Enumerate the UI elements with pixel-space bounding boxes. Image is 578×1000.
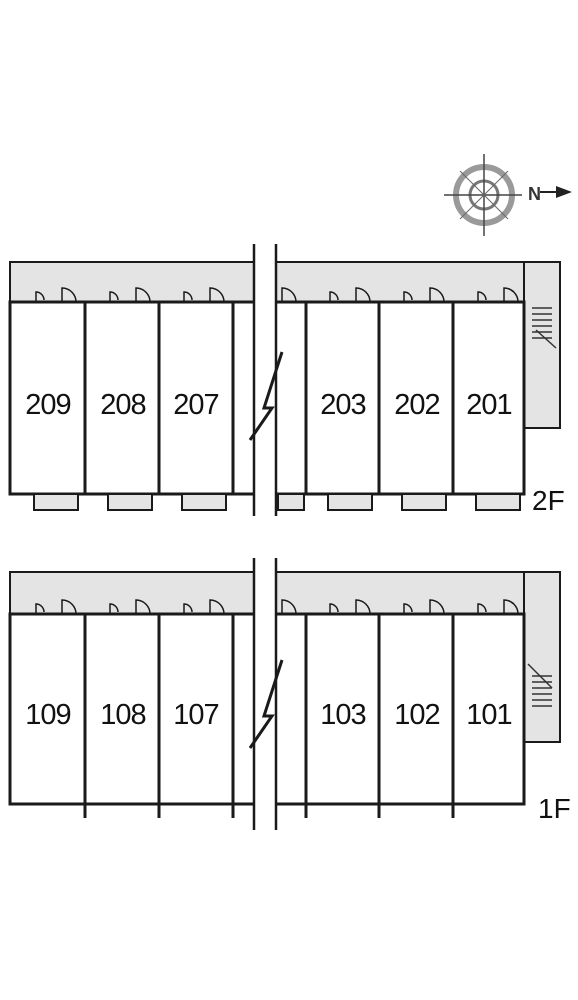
unit-label: 107 [173,699,218,731]
floor-label: 2F [532,485,565,516]
unit-label: 108 [100,699,145,731]
door-icon [35,599,519,615]
compass-letter: N [528,184,541,204]
unit-label: 202 [394,389,439,421]
unit-label: 109 [25,699,70,731]
unit-label: 201 [466,389,511,421]
stair-icon [527,663,553,707]
floor-label: 1F [538,793,571,824]
stair-icon [532,307,557,349]
balcony [33,493,521,511]
compass: N [444,154,572,236]
stair-landing [523,571,561,743]
break-gap [248,244,284,516]
unit-label: 101 [466,699,511,731]
north-arrow-icon [444,154,572,236]
unit-label: 209 [25,389,70,421]
break-gap [248,558,284,830]
unit-label: 208 [100,389,145,421]
floor-1: 109 108 107 103 102 101 1F [8,558,571,830]
unit-label: 207 [173,389,218,421]
unit-label: 102 [394,699,439,731]
unit-label: 103 [320,699,365,731]
door-icon [35,287,519,303]
unit-label: 203 [320,389,365,421]
floor-2: 209 208 207 203 202 201 2F [8,244,565,516]
stair-landing [523,261,561,429]
